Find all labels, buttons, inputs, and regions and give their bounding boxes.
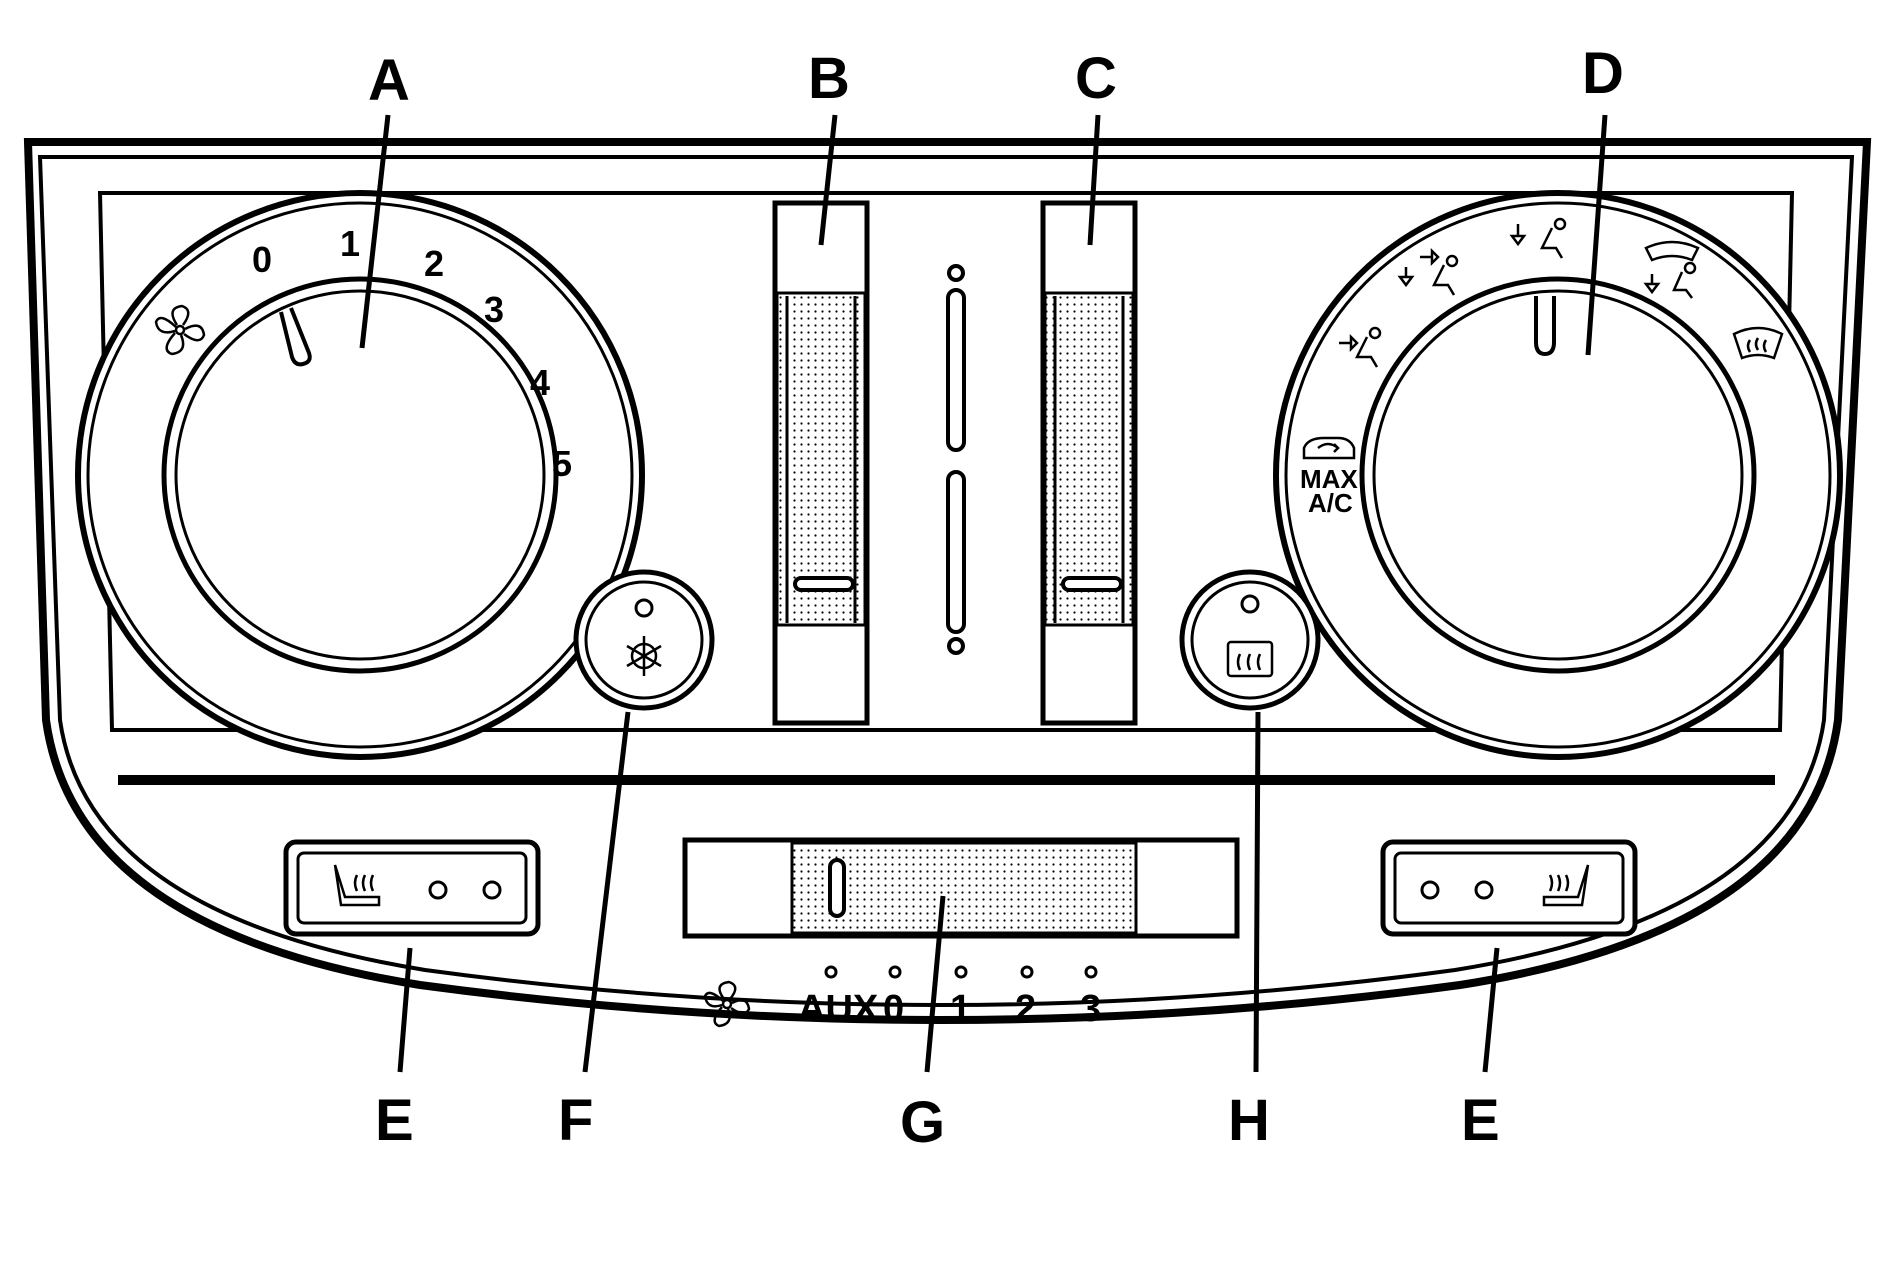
rear-defrost-button[interactable] (1179, 569, 1321, 711)
seat-heater-right-button[interactable] (1380, 839, 1638, 937)
heated-seat-icon (1542, 864, 1590, 907)
fan-speed-2: 2 (424, 243, 444, 284)
callout-c: C (1075, 46, 1117, 111)
bi-level-mode-icon (1397, 247, 1459, 296)
aux-fan-label-0: 0 (883, 988, 904, 1030)
snowflake-icon (626, 636, 662, 676)
heated-seat-icon (333, 864, 381, 907)
callout-e-left: E (375, 1088, 414, 1153)
driver-temp-slider[interactable] (772, 200, 870, 726)
aux-fan-label-aux: AUX (798, 988, 879, 1030)
fan-speed-1: 1 (340, 223, 360, 264)
air-mode-dial[interactable] (1273, 190, 1843, 760)
callout-a: A (368, 48, 410, 113)
seat-heater-left-button[interactable] (283, 839, 541, 937)
defog-mode-icon (1643, 240, 1700, 299)
fan-icon (154, 304, 206, 356)
aux-fan-slider[interactable] (682, 837, 1240, 939)
callout-b: B (808, 46, 850, 111)
passenger-temp-slider[interactable] (1040, 200, 1138, 726)
vent-mode-icon (1339, 326, 1382, 368)
aux-fan-label-1: 1 (950, 988, 971, 1030)
slider-center-marker (946, 264, 966, 655)
aux-fan-label-2: 2 (1015, 988, 1036, 1030)
max-ac-label-line2: A/C (1308, 488, 1353, 518)
aux-fan-label-3: 3 (1080, 988, 1101, 1030)
fan-speed-4: 4 (530, 362, 550, 403)
rear-defrost-icon (1226, 640, 1274, 678)
callout-d: D (1582, 41, 1624, 106)
fan-speed-5: 5 (552, 443, 572, 484)
fan-icon (703, 980, 751, 1028)
leader-lines (359, 114, 1608, 1073)
recirculation-icon (1302, 436, 1356, 460)
fan-speed-3: 3 (484, 289, 504, 330)
aux-fan-scale (824, 965, 1098, 979)
fan-speed-dial[interactable] (75, 190, 645, 760)
callout-g: G (900, 1090, 945, 1155)
callout-f: F (558, 1088, 593, 1153)
fan-speed-0: 0 (252, 239, 272, 280)
floor-mode-icon (1509, 217, 1567, 259)
callout-h: H (1228, 1088, 1270, 1153)
defrost-mode-icon (1732, 326, 1784, 360)
callout-e-right: E (1461, 1088, 1500, 1153)
panel-bezel (23, 138, 1872, 1024)
max-ac-label-line1: MAX (1300, 464, 1358, 494)
